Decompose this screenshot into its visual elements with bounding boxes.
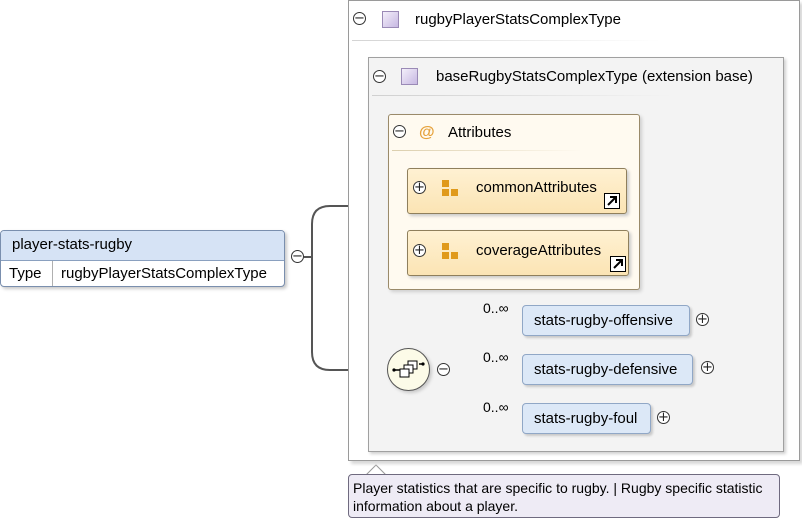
complex-type-icon [401,68,418,85]
element-name: stats-rugby-defensive [534,361,678,378]
divider [392,150,582,151]
element-stats-rugby-defensive[interactable]: stats-rugby-defensive [522,354,693,385]
attribute-group-icon [442,180,460,198]
expand-toggle-offensive[interactable]: + [696,312,709,327]
collapse-toggle-attributes[interactable]: − [393,124,406,139]
annotation-tooltip: Player statistics that are specific to r… [348,474,780,518]
complex-type-name: rugbyPlayerStatsComplexType [415,11,621,28]
link-arrow-icon[interactable] [610,256,626,272]
collapse-toggle-element[interactable]: − [291,249,304,264]
attribute-group-label: coverageAttributes [476,242,602,259]
attribute-group-label: commonAttributes [476,179,597,196]
element-header [1,231,284,261]
divider [372,95,672,96]
element-name: player-stats-rugby [12,236,133,253]
expand-toggle-defensive[interactable]: + [701,360,714,375]
cardinality-label: 0..∞ [483,349,509,365]
collapse-toggle-extension-base[interactable]: − [373,69,386,84]
link-arrow-icon[interactable] [604,193,620,209]
type-divider [52,261,53,286]
expand-toggle-common-attributes[interactable]: + [413,180,426,195]
type-value: rugbyPlayerStatsComplexType [61,265,267,282]
expand-toggle-foul[interactable]: + [657,410,670,425]
cardinality-label: 0..∞ [483,300,509,316]
divider [352,40,660,41]
element-player-stats-rugby[interactable]: player-stats-rugby Type rugbyPlayerStats… [0,230,285,287]
attributes-title: Attributes [448,124,512,141]
element-stats-rugby-foul[interactable]: stats-rugby-foul [522,403,651,434]
collapse-toggle-complex-type[interactable]: − [353,11,366,26]
type-label: Type [9,265,42,282]
expand-toggle-coverage-attributes[interactable]: + [413,243,426,258]
sequence-icon[interactable] [387,348,430,391]
element-name: stats-rugby-offensive [534,312,673,329]
attribute-icon: @ [419,124,435,141]
extension-base-label: baseRugbyStatsComplexType (extension bas… [436,68,753,85]
cardinality-label: 0..∞ [483,399,509,415]
element-name: stats-rugby-foul [534,410,638,427]
element-stats-rugby-offensive[interactable]: stats-rugby-offensive [522,305,690,336]
attribute-group-icon [442,243,460,261]
complex-type-icon [382,11,399,28]
collapse-toggle-sequence[interactable]: − [437,362,450,377]
